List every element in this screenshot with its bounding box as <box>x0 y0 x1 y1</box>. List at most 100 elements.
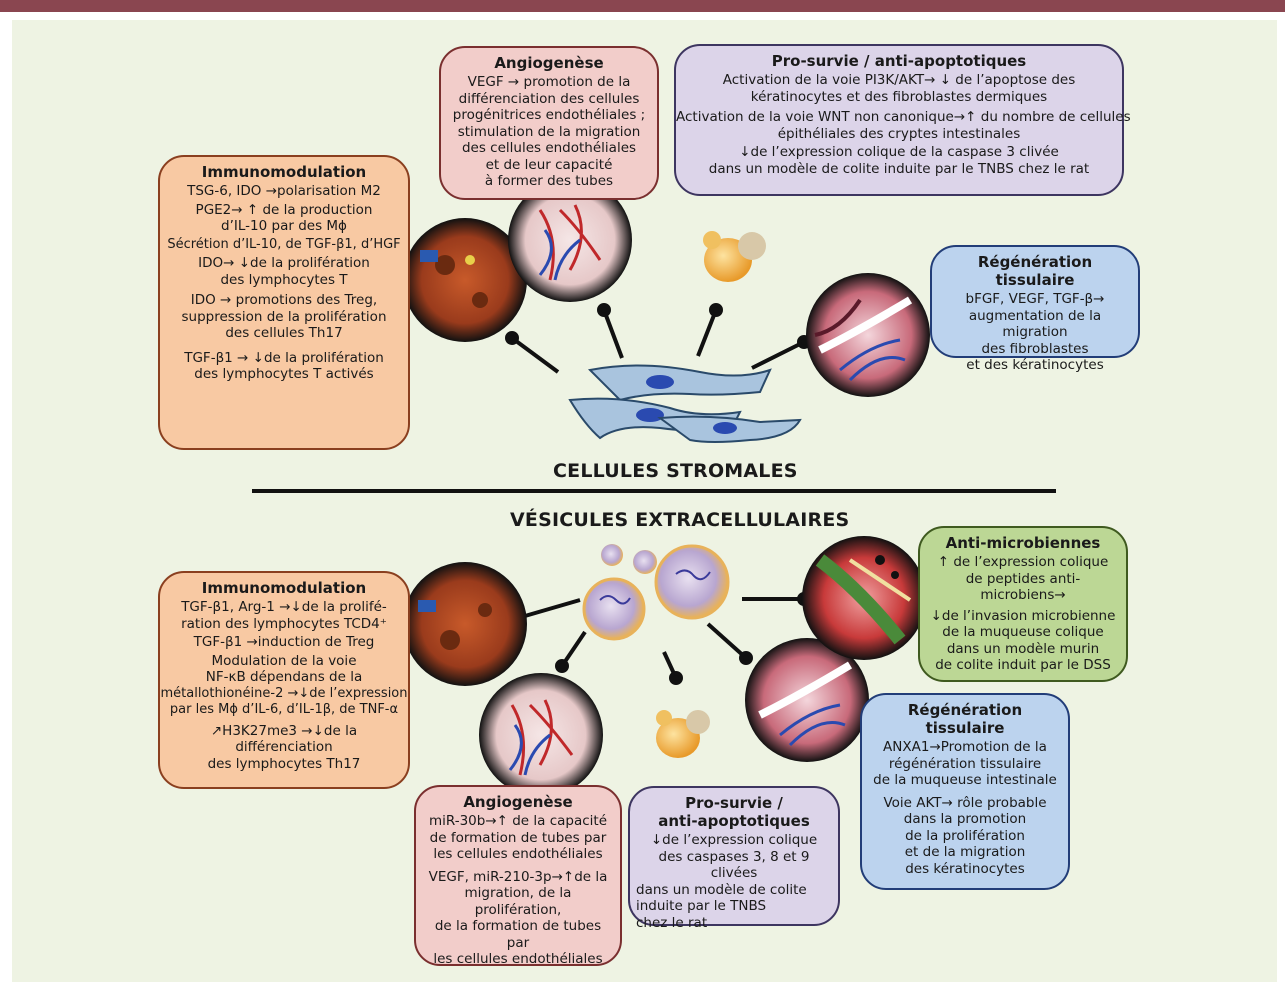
vesicle-antimicrobial-box: Anti-microbiennes ↑ de l’expression coli… <box>918 526 1128 682</box>
box-line: Activation de la voie PI3K/AKT→ ↓ de l’a… <box>722 72 1076 88</box>
vesicle-angiogenesis-box: Angiogenèse miR-30b→↑ de la capacité de … <box>414 785 622 967</box>
box-title: Immunomodulation <box>201 579 367 597</box>
box-title: Pro-survie / <box>685 794 783 812</box>
box-line: de formation de tubes par <box>429 829 607 846</box>
skin-sphere-regen-bottom <box>745 638 869 762</box>
box-line: ration des lymphocytes TCD4⁺ <box>181 615 387 632</box>
stromal-cells-title: CELLULES STROMALES <box>553 460 798 482</box>
box-line: VEGF → promotion de la <box>467 74 631 90</box>
box-line: ↓de l’invasion microbienne <box>930 607 1116 624</box>
box-line: de la muqueuse colique <box>942 624 1104 640</box>
box-line: de colite induit par le DSS <box>935 657 1111 673</box>
box-line: de la muqueuse intestinale <box>873 772 1057 788</box>
box-line: ↗H3K27me3 →↓de la différenciation <box>210 722 358 756</box>
vesicle-regeneration-box: Régénération tissulaire ANXA1→Promotion … <box>860 693 1070 890</box>
box-line: de la prolifération <box>905 827 1025 844</box>
box-title: Immunomodulation <box>201 163 367 181</box>
box-line: de la formation de tubes par <box>434 918 602 951</box>
vessel-sphere-angio-bottom <box>479 673 603 797</box>
box-line: stimulation de la migration <box>457 123 641 140</box>
box-line: augmentation de la migration <box>968 307 1102 341</box>
box-line: progénitrices endothéliales ; <box>452 107 646 123</box>
box-line: des caspases 3, 8 et 9 clivées <box>658 848 810 882</box>
box-line: et de la migration <box>904 844 1026 860</box>
extracellular-vesicles <box>582 544 730 641</box>
box-line: IDO → promotions des Treg, <box>190 292 378 308</box>
box-line: migration, de la prolifération, <box>464 885 572 918</box>
box-line: Modulation de la voie <box>211 652 357 669</box>
box-title: Pro-survie / anti-apoptotiques <box>771 52 1027 70</box>
stromal-cells <box>568 364 802 443</box>
box-line: TGF-β1, Arg-1 →↓de la prolifé- <box>181 599 387 615</box>
stromal-regeneration-box: Régénération tissulaire bFGF, VEGF, TGF-… <box>930 245 1140 373</box>
box-line: VEGF, miR-210-3p→↑de la <box>428 868 608 885</box>
box-line: dans un modèle de colite <box>636 881 807 898</box>
tissue-sphere-immuno-top <box>403 218 527 342</box>
box-title: Angiogenèse <box>463 793 573 811</box>
stromal-prosurvival-box: Pro-survie / anti-apoptotiques Activatio… <box>674 44 1131 196</box>
box-line: par les Mϕ d’IL-6, d’IL-1β, de TNF-α <box>169 702 399 717</box>
box-line: TSG-6, IDO →polarisation M2 <box>187 183 381 199</box>
box-title: Angiogenèse <box>494 54 604 72</box>
vesicle-prosurvival-box: Pro-survie / anti-apoptotiques ↓de l’exp… <box>628 786 840 931</box>
box-line: épithéliales des cryptes intestinales <box>777 125 1021 142</box>
box-line: de peptides anti-microbiens→ <box>965 570 1081 604</box>
box-line: des lymphocytes Th17 <box>207 755 361 772</box>
box-line: TGF-β1 →induction de Treg <box>193 634 375 650</box>
box-line: ↓de l’expression colique <box>650 832 818 848</box>
box-line: kératinocytes et des fibroblastes dermiq… <box>750 88 1048 105</box>
box-line: ↑ de l’expression colique <box>937 554 1109 570</box>
box-line: des kératinocytes <box>905 860 1025 877</box>
box-line: Voie AKT→ rôle probable <box>883 794 1047 811</box>
box-line: ↓de l’expression colique de la caspase 3… <box>739 144 1059 160</box>
extracellular-vesicles-title: VÉSICULES EXTRACELLULAIRES <box>510 509 850 531</box>
box-line: PGE2→ ↑ de la production <box>195 201 373 218</box>
box-title: Anti-microbiennes <box>945 534 1101 552</box>
box-line: dans un modèle murin <box>946 640 1100 657</box>
box-line: les cellules endothéliales <box>433 846 603 862</box>
box-title: Régénération tissulaire <box>977 253 1093 289</box>
box-line: les cellules endothéliales <box>433 951 603 967</box>
skin-sphere-regen-top <box>806 273 930 397</box>
apoptotic-body-top <box>703 231 766 282</box>
box-line: bFGF, VEGF, TGF-β→ <box>965 291 1105 307</box>
stromal-connectors <box>505 303 811 374</box>
tissue-sphere-immuno-bottom <box>403 562 527 686</box>
box-title-line2: anti-apoptotiques <box>658 812 810 830</box>
box-line: des fibroblastes <box>981 340 1089 357</box>
box-line: des lymphocytes T <box>220 271 348 288</box>
box-line: chez le rat <box>636 914 708 931</box>
box-line: ANXA1→Promotion de la <box>883 739 1047 755</box>
box-line: induite par le TNBS <box>636 898 767 914</box>
vesicle-immunomodulation-box: Immunomodulation TGF-β1, Arg-1 →↓de la p… <box>158 571 410 789</box>
box-line: suppression de la prolifération <box>181 308 387 325</box>
box-line: et des kératinocytes <box>966 357 1104 373</box>
box-line: et de leur capacité <box>485 156 613 173</box>
box-line: des cellules Th17 <box>225 325 343 341</box>
gut-sphere-antimicrobial <box>802 536 926 660</box>
section-divider <box>252 489 1056 493</box>
top-accent-bar <box>0 0 1285 12</box>
stromal-angiogenesis-box: Angiogenèse VEGF → promotion de la diffé… <box>439 46 659 200</box>
box-title: Régénération tissulaire <box>907 701 1023 737</box>
stromal-immunomodulation-box: Immunomodulation TSG-6, IDO →polarisatio… <box>158 155 410 450</box>
box-line: miR-30b→↑ de la capacité <box>428 813 608 829</box>
box-line: différenciation des cellules <box>458 90 640 107</box>
box-line: métallothionéine-2 →↓de l’expression <box>160 685 408 701</box>
box-line: à former des tubes <box>484 173 614 189</box>
apoptotic-body-bottom <box>656 710 710 758</box>
box-line: Activation de la voie WNT non canonique→… <box>676 109 1131 125</box>
box-line: TGF-β1 → ↓de la prolifération <box>184 349 384 366</box>
box-line: des lymphocytes T activés <box>194 366 374 382</box>
box-line: dans la promotion <box>903 811 1027 827</box>
box-line: Sécrétion d’IL-10, de TGF-β1, d’HGF <box>167 236 401 252</box>
box-line: d’IL-10 par des Mϕ <box>221 218 347 234</box>
box-line: régénération tissulaire <box>888 755 1042 772</box>
box-line: IDO→ ↓de la prolifération <box>198 255 370 271</box>
box-line: NF-κB dépendans de la <box>205 669 363 685</box>
box-line: dans un modèle de colite induite par le … <box>708 160 1090 177</box>
vessel-sphere-angio-top <box>508 178 632 302</box>
box-line: des cellules endothéliales <box>461 140 637 156</box>
